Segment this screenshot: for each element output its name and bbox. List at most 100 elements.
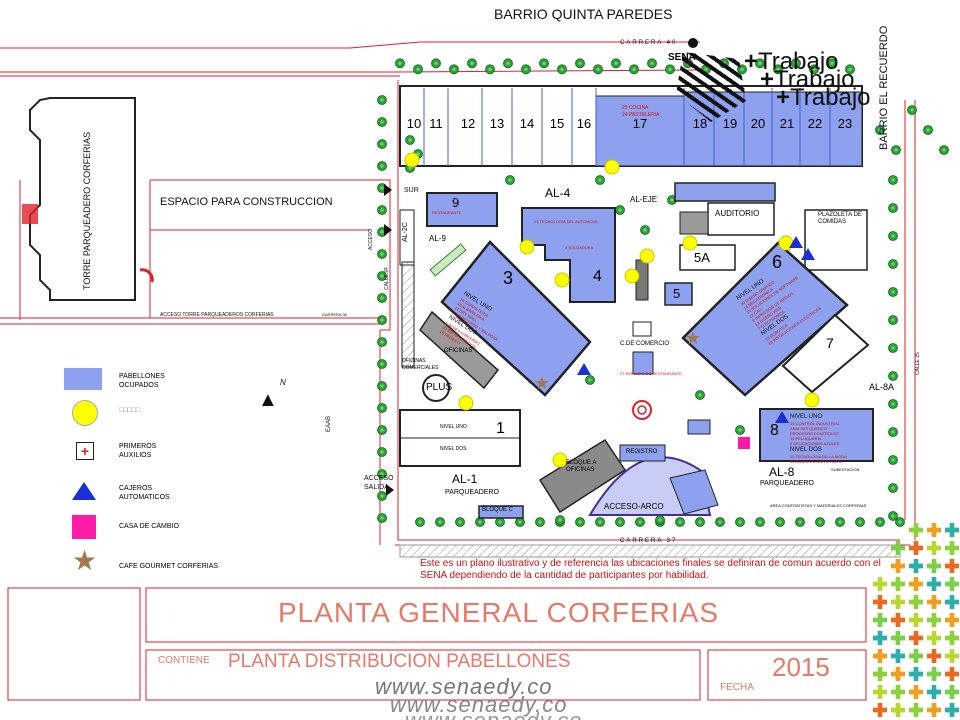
tree-icon [377,117,387,127]
tree-icon [505,175,515,185]
pavilion-top-number: 15 [550,116,564,131]
pavilion-note: 6 APLICACIONES AZULES [790,441,840,446]
decor-cross-icon [909,631,924,646]
decor-cross-icon [873,595,888,610]
pavilion-note: 15 CONTROL INDUSTRIAL [790,421,840,426]
decor-cross-icon [945,649,960,664]
tree-icon [888,315,898,325]
tree-icon [835,517,845,527]
plazoleta-block [804,209,868,271]
tree-icon [377,403,387,413]
al8a-label: AL-8A [869,382,895,392]
legend-swatch-blue [64,368,102,390]
tree-icon [495,517,505,527]
tree-icon [888,203,898,213]
centro-de-conexion [669,469,719,515]
watermark-3: www.senaedy.co [405,708,582,720]
trabajo-logo-3: +Trabajo [776,84,871,112]
pavilion-1-level-2: NIVEL DOS [440,446,467,452]
bloque-a-label: BLOQUE A OFICINAS [566,460,597,473]
watermark-1: www.senaedy.co [375,674,553,699]
pavilion-7-number: 7 [826,335,834,351]
trabajo-logo-1: +Trabajo [744,48,839,76]
tree-icon [888,427,898,437]
decor-cross-icon [909,703,924,718]
pavilion-4-number: 4 [593,268,602,285]
access-arrow-icon [384,184,392,196]
atm-icon [577,363,591,375]
tree-icon [575,517,585,527]
decorative-crosses [873,523,960,718]
street-lines [0,41,916,546]
access-exit-label: ACCESO SALIDA [364,475,394,491]
street-right-label: CALLE 25 [915,352,921,375]
tree-icon [655,515,665,525]
construction-label: ESPACIO PARA CONSTRUCCION [160,196,333,208]
tower-label: TORRE PARQUEADERO CORFERIAS [82,131,92,290]
decor-cross-icon [873,613,888,628]
tree-icon [413,64,423,75]
fountain-inner [637,405,647,415]
decor-cross-icon [909,613,924,628]
yellow-point-icon [554,272,570,288]
tree-icon [888,371,898,381]
decor-cross-icon [891,541,906,556]
decor-cross-icon [909,649,924,664]
pavilion-9-note: RESTAURANTE [432,210,462,215]
pavilion-6 [681,241,849,397]
decor-cross-icon [945,577,960,592]
tree-icon [939,145,949,155]
trabajo-text-2: Trabajo [774,66,855,93]
subestacion-label: SUBESTACION [831,467,860,472]
title-block [7,587,867,701]
cafe-star-icon: ★ [685,328,701,348]
area-contratistas-label: AREA CONTRATISTAS Y MATERIALES CORFERIAS [770,503,867,508]
street-left-label: CALLE 24 [384,267,390,290]
cafe-star-icon: ★ [534,373,550,393]
tree-icon [635,517,645,527]
tree-icon [377,513,387,523]
tree-icon [475,517,485,527]
tower-parking-outline [29,97,136,301]
yellow-point-icon [458,395,474,411]
tree-icon [377,95,387,105]
pavilion-top-number: 10 [407,116,421,131]
eaab-label: EAAB [326,415,332,432]
plan-note: Este es un plano ilustrativo y de refere… [420,558,881,581]
decor-cross-icon [891,685,906,700]
fountain [632,400,652,420]
tree-icon [888,259,898,269]
tree-icon [449,64,459,75]
pavilion-7 [781,313,870,394]
tree-icon [888,399,898,409]
fecha-label: FECHA [720,682,754,693]
tree-icon [755,517,765,527]
access-arrow-icon [384,224,392,236]
legend-label-yellow: □□□□□ [119,407,141,414]
pavilion-5a-number: 5A [694,250,710,265]
tree-icon [611,58,621,69]
tree-icon [595,517,605,527]
tree-icon [888,175,898,185]
c-comercio-label: C.DE COMERCIO [620,341,670,347]
decor-cross-icon [927,685,942,700]
pavilion-top-number: 23 [838,116,852,131]
street-top: CARRERA 40 [620,40,678,46]
decor-cross-icon [945,631,960,646]
tree-icon [593,64,603,75]
tree-icon [415,517,425,527]
decor-cross-icon [927,613,942,628]
cross-icon: + [760,66,775,93]
al2c-lower-strip [401,261,415,368]
tree-icon [377,425,387,435]
tree-icon [695,517,705,527]
map-markers: ★★ [384,152,820,496]
pavilion-4-note-2: 8 SOLDADURA [565,245,594,250]
tree-icon [895,517,905,527]
pavilion-17-note-1: 25 COCINA [622,105,649,111]
tree-icon [585,375,595,385]
tree-icon [555,515,565,525]
decor-cross-icon [891,649,906,664]
oficinas-block [419,310,500,390]
